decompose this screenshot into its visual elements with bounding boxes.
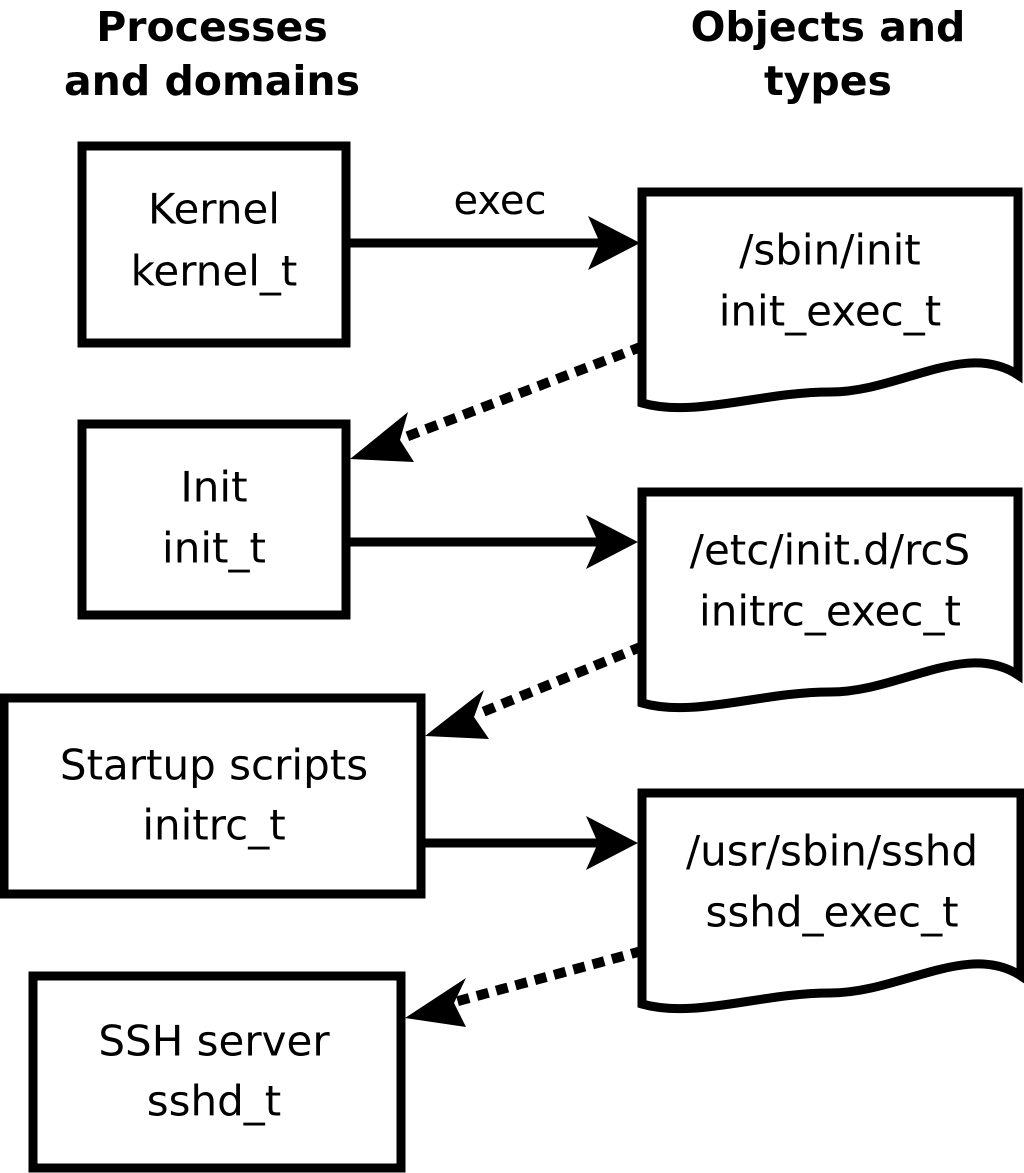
node-kernel-box[interactable] [77,141,351,348]
header-processes-line2: and domains [64,57,360,105]
node-init-label-line1: Init [180,463,247,512]
arrowhead-init-exec [586,515,638,569]
node-sbin-init-label-line2: init_exec_t [719,287,942,336]
column-header-processes: Processes and domains [64,3,360,105]
node-startup-scripts-label-line1: Startup scripts [60,741,368,790]
node-kernel[interactable]: Kernel kernel_t [77,141,351,348]
node-init-label-line2: init_t [162,524,266,573]
edge-initrc-exec-transition-initrc [425,641,645,739]
node-ssh-server-label-line1: SSH server [98,1017,330,1066]
arrowhead-kernel-exec [588,216,640,270]
column-header-objects: Objects and types [691,3,966,105]
arrowhead-initrc-transition [425,690,489,739]
node-kernel-label-line1: Kernel [148,185,280,234]
arrowhead-initrc-exec [586,816,638,870]
edge-initrc-exec-sshd-exec [425,816,638,870]
edge-kernel-exec-init-exec: exec [350,178,640,270]
arrowhead-sshd-transition [405,978,466,1027]
node-usr-sbin-sshd-document-shape[interactable] [637,788,1024,1014]
node-etc-initd-rcs-document-shape[interactable] [637,487,1023,713]
edge-init-exec-transition-init [350,341,645,462]
node-ssh-server-label-line2: sshd_t [147,1077,282,1126]
header-processes-line1: Processes [96,3,328,51]
header-objects-line2: types [764,57,892,105]
edge-line-init-transition [396,341,645,445]
edge-line-initrc-transition [471,641,645,721]
node-startup-scripts[interactable]: Startup scripts initrc_t [0,693,426,899]
node-ssh-server[interactable]: SSH server sshd_t [28,971,406,1173]
edge-label-exec: exec [454,178,547,224]
node-usr-sbin-sshd-label-line1: /usr/sbin/sshd [686,827,978,876]
node-usr-sbin-sshd[interactable]: /usr/sbin/sshd sshd_exec_t [637,788,1024,1014]
edge-sshd-exec-transition-sshd [405,945,645,1027]
node-sbin-init-label-line1: /sbin/init [739,226,921,275]
node-usr-sbin-sshd-label-line2: sshd_exec_t [705,888,958,937]
node-init[interactable]: Init init_t [77,419,351,620]
node-ssh-server-box[interactable] [28,971,406,1173]
node-sbin-init[interactable]: /sbin/init init_exec_t [637,187,1023,413]
node-startup-scripts-label-line2: initrc_t [142,801,285,850]
node-etc-initd-rcs-label-line1: /etc/init.d/rcS [690,526,970,575]
node-etc-initd-rcs-label-line2: initrc_exec_t [699,587,961,636]
node-init-box[interactable] [77,419,351,620]
node-kernel-label-line2: kernel_t [131,247,298,296]
node-etc-initd-rcs[interactable]: /etc/init.d/rcS initrc_exec_t [637,487,1023,713]
node-startup-scripts-box[interactable] [0,693,426,899]
edge-line-sshd-transition [455,945,645,1007]
header-objects-line1: Objects and [691,3,966,51]
arrowhead-init-transition [350,412,414,462]
node-sbin-init-document-shape[interactable] [637,187,1023,413]
edge-init-exec-initrc-exec [350,515,638,569]
